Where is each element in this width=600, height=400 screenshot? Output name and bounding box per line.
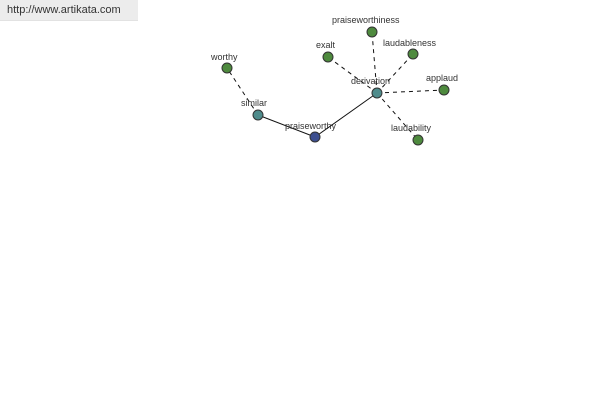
node-exalt[interactable] xyxy=(322,51,334,63)
node-worthy[interactable] xyxy=(221,62,233,74)
node-similar[interactable] xyxy=(252,109,264,121)
node-label-applaud[interactable]: applaud xyxy=(426,73,458,83)
node-label-laudableness[interactable]: laudableness xyxy=(383,38,437,48)
node-label-praiseworthy[interactable]: praiseworthy xyxy=(285,121,337,131)
edge-derivation-to-praiseworthiness xyxy=(371,31,378,94)
node-label-worthy[interactable]: worthy xyxy=(210,52,238,62)
graph-nodes xyxy=(221,26,450,146)
node-label-similar[interactable]: similar xyxy=(241,98,267,108)
node-label-praiseworthiness[interactable]: praiseworthiness xyxy=(332,15,400,25)
node-label-laudability[interactable]: laudability xyxy=(391,123,432,133)
edge-praiseworthy-to-similar xyxy=(257,114,316,138)
edge-derivation-to-applaud xyxy=(376,89,445,94)
node-derivation[interactable] xyxy=(371,87,383,99)
edge-derivation-to-laudability xyxy=(376,92,419,141)
node-laudableness[interactable] xyxy=(407,48,419,60)
edge-similar-to-worthy xyxy=(226,67,259,116)
node-label-derivation[interactable]: derivation xyxy=(351,76,390,86)
edge-praiseworthy-to-derivation xyxy=(314,92,378,138)
source-url[interactable]: http://www.artikata.com xyxy=(0,0,138,21)
node-praiseworthiness[interactable] xyxy=(366,26,378,38)
edge-derivation-to-laudableness xyxy=(376,53,414,94)
graph-edges xyxy=(226,31,445,141)
node-label-exalt[interactable]: exalt xyxy=(316,40,336,50)
node-applaud[interactable] xyxy=(438,84,450,96)
edge-derivation-to-exalt xyxy=(327,56,378,94)
node-laudability[interactable] xyxy=(412,134,424,146)
node-praiseworthy[interactable] xyxy=(309,131,321,143)
graph-labels: praiseworthy similar derivation worthy exalt… xyxy=(210,15,458,133)
